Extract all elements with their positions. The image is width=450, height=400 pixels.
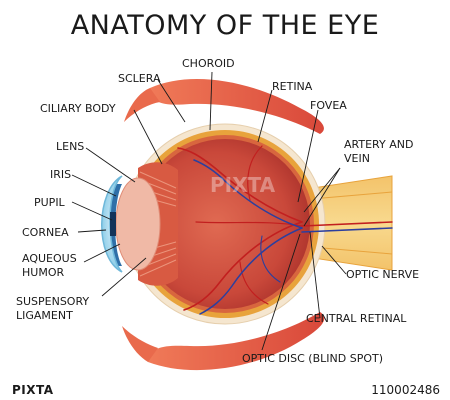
label-optic-nerve: OPTIC NERVE: [346, 268, 420, 281]
vitreous-body: [140, 139, 310, 309]
label-optic-disc: OPTIC DISC (BLIND SPOT): [242, 352, 383, 365]
label-iris: IRIS: [50, 168, 72, 181]
cornea-shape: [101, 175, 123, 273]
lower-muscle: [148, 312, 325, 371]
watermark-brand: PIXTA: [12, 383, 54, 397]
label-vein: VEIN: [344, 152, 370, 165]
label-aqueous: AQUEOUS: [22, 252, 77, 265]
pupil-shape: [110, 212, 116, 236]
label-humor: HUMOR: [22, 266, 65, 279]
label-ciliary-body: CILIARY BODY: [40, 102, 116, 115]
lens-shape: [115, 177, 161, 271]
label-artery-and: ARTERY AND: [344, 138, 414, 151]
upper-muscle: [150, 78, 324, 134]
blood-vessels: [177, 145, 393, 315]
upper-muscle-tip: [124, 88, 160, 122]
lower-muscle-tip: [122, 326, 158, 362]
label-sclera: SCLERA: [118, 72, 161, 85]
label-lens: LENS: [56, 140, 85, 153]
label-retina: RETINA: [272, 80, 313, 93]
label-suspensory: SUSPENSORY: [16, 295, 90, 308]
label-central-retinal: CENTRAL RETINAL: [306, 312, 407, 325]
watermark-image-id: 110002486: [371, 383, 440, 397]
page-title: ANATOMY OF THE EYE: [70, 10, 380, 41]
leader-lines: [71, 71, 347, 351]
label-cornea: CORNEA: [22, 226, 69, 239]
watermark-bar: [0, 381, 450, 400]
watermark-center: PIXTA: [210, 173, 276, 197]
label-choroid: CHOROID: [182, 57, 235, 70]
label-pupil: PUPIL: [34, 196, 65, 209]
label-ligament: LIGAMENT: [16, 309, 73, 322]
label-fovea: FOVEA: [310, 99, 347, 112]
